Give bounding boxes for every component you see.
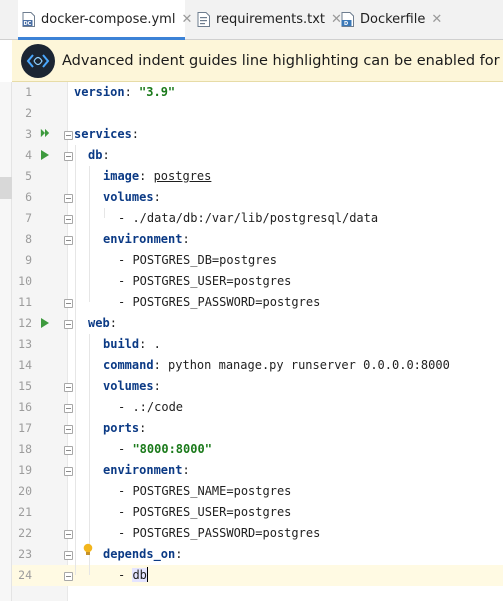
code-line: - POSTGRES_DB=postgres (118, 253, 277, 267)
close-icon[interactable]: ✕ (431, 12, 443, 27)
code-line: - POSTGRES_USER=postgres (118, 505, 292, 519)
yaml-file-icon: DC (22, 12, 35, 27)
code-line: - db (118, 567, 149, 582)
svg-text:DC: DC (24, 21, 32, 27)
fold-marker-icon[interactable] (64, 320, 73, 329)
fold-marker-icon[interactable] (64, 425, 73, 434)
line-number: 6 (25, 190, 32, 204)
run-all-icon[interactable] (40, 128, 50, 138)
line-number: 4 (25, 148, 32, 162)
fold-marker-icon[interactable] (64, 551, 73, 560)
fold-marker-icon[interactable] (64, 383, 73, 392)
line-number: 11 (18, 295, 32, 309)
code-line: volumes: (103, 190, 161, 204)
code-line: - POSTGRES_PASSWORD=postgres (118, 526, 321, 540)
line-number: 19 (18, 463, 32, 477)
code-line: depends_on: (103, 547, 183, 561)
line-number: 9 (25, 253, 32, 267)
editor-gutter (12, 82, 68, 601)
line-number: 12 (18, 316, 32, 330)
run-service-icon[interactable] (40, 318, 50, 328)
code-line: services: (74, 127, 140, 141)
line-number: 2 (25, 106, 32, 120)
code-line: build: . (103, 337, 161, 351)
svg-text:D: D (344, 21, 348, 27)
code-line: command: python manage.py runserver 0.0.… (103, 358, 450, 372)
fold-marker-icon[interactable] (64, 572, 73, 581)
fold-marker-icon[interactable] (64, 467, 73, 476)
line-number: 16 (18, 400, 32, 414)
plugin-logo-icon (21, 43, 55, 78)
code-line: db: (88, 148, 110, 162)
fold-marker-icon[interactable] (64, 530, 73, 539)
indent-guides-banner: Advanced indent guides line highlighting… (12, 40, 503, 82)
fold-marker-icon[interactable] (64, 194, 73, 203)
line-number: 5 (25, 169, 32, 183)
fold-marker-icon[interactable] (64, 152, 73, 161)
banner-text: Advanced indent guides line highlighting… (62, 52, 503, 69)
code-line: - POSTGRES_USER=postgres (118, 274, 292, 288)
fold-marker-icon[interactable] (64, 404, 73, 413)
line-number: 22 (18, 526, 32, 540)
code-editor[interactable] (12, 82, 503, 601)
close-icon[interactable]: ✕ (181, 12, 193, 27)
editor-tab-bar: DC docker-compose.yml ✕ requirements.txt… (0, 0, 503, 40)
code-line: version: "3.9" (74, 85, 176, 99)
line-number: 14 (18, 358, 32, 372)
line-number: 17 (18, 421, 32, 435)
code-line: - ./data/db:/var/lib/postgresql/data (118, 211, 379, 225)
run-service-icon[interactable] (40, 150, 50, 160)
code-line: - .:/code (118, 400, 184, 414)
code-line: - POSTGRES_PASSWORD=postgres (118, 295, 321, 309)
code-line: web: (88, 316, 117, 330)
current-line-highlight (12, 565, 503, 586)
tab-docker-compose[interactable]: DC docker-compose.yml ✕ (18, 0, 192, 40)
tab-requirements[interactable]: requirements.txt ✕ (197, 0, 342, 39)
code-line: volumes: (103, 379, 161, 393)
line-number: 23 (18, 547, 32, 561)
text-cursor (146, 567, 149, 582)
dockerfile-icon: D (341, 12, 354, 27)
close-icon[interactable]: ✕ (331, 12, 342, 27)
line-number: 20 (18, 484, 32, 498)
tab-dockerfile[interactable]: D Dockerfile ✕ (341, 0, 442, 39)
fold-marker-icon[interactable] (64, 236, 73, 245)
fold-marker-icon[interactable] (64, 215, 73, 224)
line-number: 18 (18, 442, 32, 456)
code-line: - "8000:8000" (118, 442, 212, 456)
line-number: 3 (25, 127, 32, 141)
code-line: ports: (103, 421, 147, 435)
fold-marker-icon[interactable] (64, 131, 73, 140)
tab-label: docker-compose.yml (41, 12, 176, 27)
line-number: 24 (18, 568, 32, 582)
line-number: 8 (25, 232, 32, 246)
fold-marker-icon[interactable] (64, 299, 73, 308)
tab-label: Dockerfile (360, 12, 426, 27)
lightbulb-icon[interactable] (83, 543, 93, 556)
fold-marker-icon[interactable] (64, 446, 73, 455)
tab-label: requirements.txt (216, 12, 326, 27)
code-line: environment: (103, 463, 190, 477)
line-number: 7 (25, 211, 32, 225)
code-line: image: postgres (103, 169, 212, 183)
line-number: 10 (18, 274, 32, 288)
text-file-icon (197, 12, 210, 27)
left-tool-strip (0, 82, 12, 601)
line-number: 21 (18, 505, 32, 519)
code-line: environment: (103, 232, 190, 246)
line-number: 1 (25, 85, 32, 99)
line-number: 15 (18, 379, 32, 393)
code-line: - POSTGRES_NAME=postgres (118, 484, 292, 498)
line-number: 13 (18, 337, 32, 351)
